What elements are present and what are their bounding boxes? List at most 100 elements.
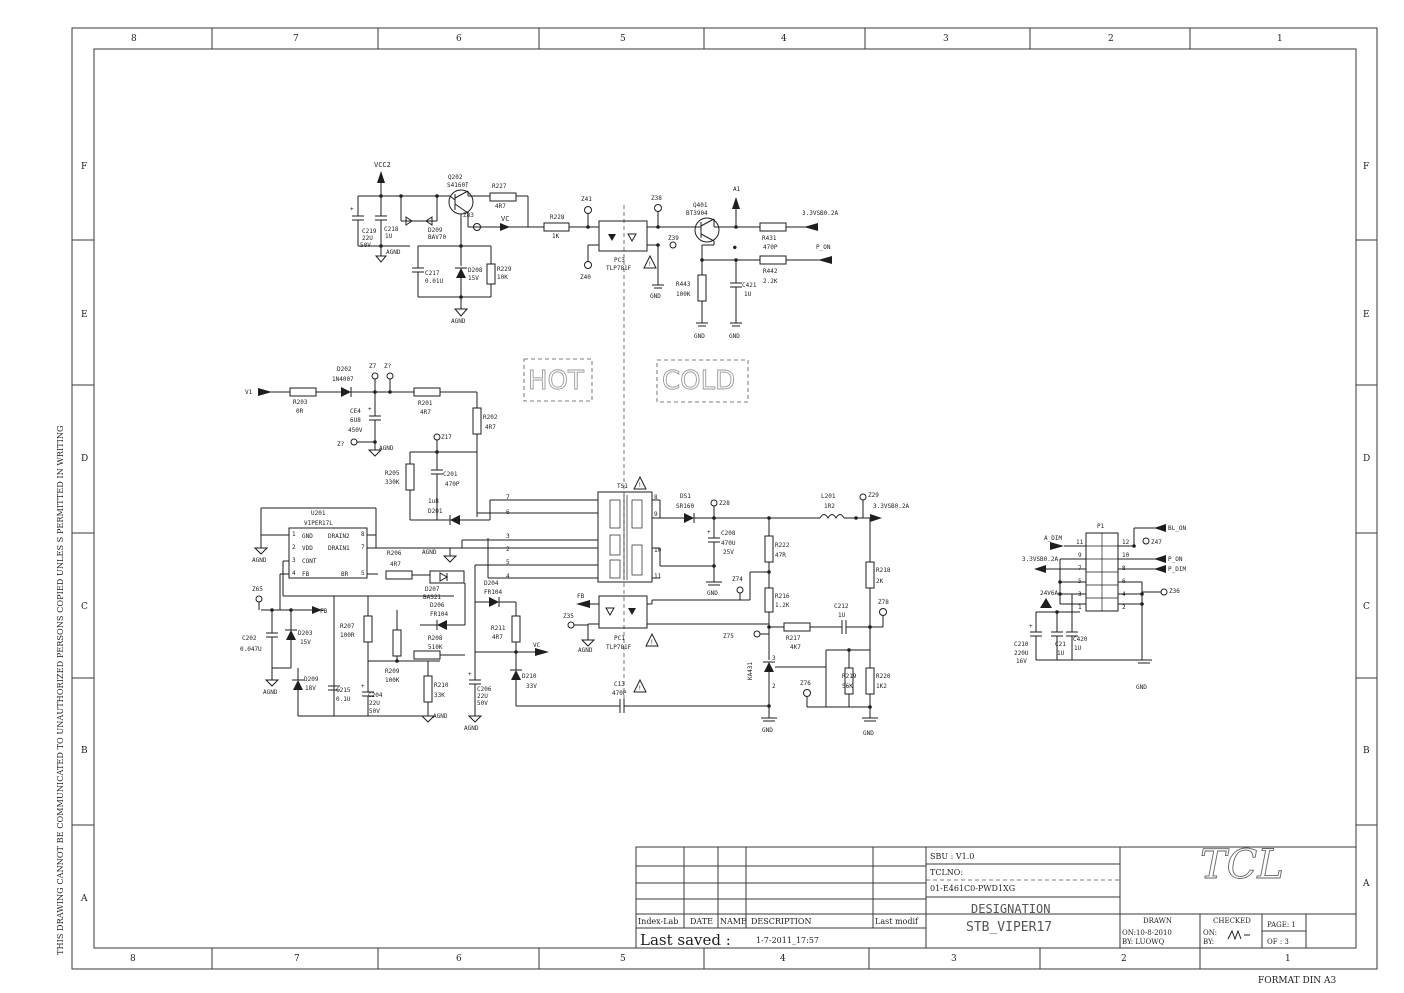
col-label-bottom: 5 [620,954,626,964]
svg-text:Z83: Z83 [463,212,474,219]
r218-label: R218 [876,567,891,574]
svg-text:VIPER17L: VIPER17L [304,520,333,527]
row-label-left: D [81,454,88,464]
vc-label: VC [501,215,509,223]
svg-text:50V: 50V [477,700,488,707]
col-description-header: DESCRIPTION [751,917,811,926]
d210-label: D210 [522,673,537,680]
col-label-bottom: 4 [780,954,786,964]
r206-resistor [385,570,413,580]
svg-text:2: 2 [292,544,296,551]
page-number: PAGE: 1 [1267,921,1296,929]
z36-label: Z36 [1169,588,1180,595]
row-label-left: F [81,162,87,172]
svg-text:!: ! [648,261,652,268]
r220-resistor [865,667,875,695]
svg-text:10: 10 [654,547,662,554]
z78-label: Z78 [878,599,889,606]
svg-text:!: ! [638,685,642,692]
d206-label: D206 [430,602,445,609]
r219-label: R219 [842,673,857,680]
svg-text:AGND: AGND [433,713,448,720]
svg-text:1K2: 1K2 [876,683,887,690]
format-label: FORMAT DIN A3 [1258,976,1336,986]
row-label-right: B [1363,746,1370,756]
r431-resistor [759,222,787,232]
d201-label: D201 [428,508,443,515]
col-label-bottom: 6 [456,954,462,964]
z39-label: Z39 [668,235,679,242]
svg-text:11: 11 [654,573,662,580]
svg-text:470P: 470P [763,244,778,251]
d204-label: D204 [484,580,499,587]
col-label-top: 4 [781,34,787,44]
c219-label: C219 [362,228,377,235]
svg-text:Z?: Z? [384,363,392,370]
c420-label: C420 [1073,636,1088,643]
net-3v3-label: 3.3VSB0.2A [802,210,839,217]
svg-text:2: 2 [1122,604,1126,611]
svg-text:50V: 50V [360,242,371,249]
p1-connector: P1 11 12 9 10 7 8 5 6 3 4 1 2 A_DIM 3.3V… [1014,523,1186,691]
r208-resistor [413,650,441,660]
svg-text:220U: 220U [1014,650,1029,657]
checker-signature [1227,929,1250,941]
secondary-output-section: DS1 SR160 Z28 + C208 470U 25V GND L201 1… [647,492,910,737]
row-label-left: A [80,894,88,904]
p1-label: P1 [1097,523,1105,530]
pc3-optocoupler [598,220,648,252]
u201-label: U201 [311,510,326,517]
row-label-right: F [1363,162,1369,172]
r211-label: R211 [491,625,506,632]
tclno-value: 01-E461C0-PWD1XG [930,884,1015,893]
r219-resistor [844,667,854,695]
c217-label: C217 [425,270,440,277]
col-label-top: 7 [293,34,299,44]
c212-label: C212 [834,603,849,610]
svg-text:TLP781F: TLP781F [606,644,632,651]
svg-text:FR104: FR104 [430,611,448,618]
c206-label: C206 [477,686,492,693]
svg-text:GND: GND [707,590,718,597]
agnd-symbol [374,255,388,263]
svg-text:33V: 33V [526,683,537,690]
c202-label: C202 [242,635,257,642]
border-labels: 8 7 6 5 4 3 2 1 8 7 6 5 4 3 2 1 F E D C … [55,34,1370,986]
net-3v3c-label: 3.3VSB0.2A [1022,556,1059,563]
c13-label: C13 [614,681,625,688]
svg-text:0R: 0R [296,408,304,415]
svg-text:2: 2 [506,546,510,553]
a-dim-label: A_DIM [1044,535,1062,542]
col-label-top: 6 [456,34,462,44]
r208-label: R208 [428,635,443,642]
svg-text:4R7: 4R7 [495,203,506,210]
r207-label: R207 [340,623,355,630]
svg-text:GND: GND [302,533,313,540]
c218-label: C218 [384,226,399,233]
svg-text:AGND: AGND [578,647,593,654]
svg-text:0.1U: 0.1U [336,696,351,703]
z40-label: Z40 [580,274,591,281]
ka431-regulator [764,662,774,672]
ka431-label: KA431 [747,662,754,680]
r210-resistor [423,675,433,703]
svg-text:33K: 33K [434,692,445,699]
svg-text:5: 5 [361,570,365,577]
svg-text:11: 11 [1076,539,1084,546]
svg-text:AGND: AGND [386,249,401,256]
pc1-label: PC1 [614,635,625,642]
svg-text:50V: 50V [369,708,380,715]
vc2-label: VC [533,642,541,649]
c421-label: C421 [742,282,757,289]
svg-text:100K: 100K [385,677,400,684]
v1-label: V1 [245,389,253,396]
c211-label: C21 [1055,641,1066,648]
u201-chip [288,527,368,579]
r228-resistor [543,222,570,232]
cold-zone-label: COLD [662,366,735,396]
col-date-header: DATE [690,917,713,926]
a1-label: A1 [733,186,741,193]
vcc2-label: VCC2 [374,161,391,169]
z38-label: Z38 [651,195,662,202]
row-label-left: C [81,602,88,612]
